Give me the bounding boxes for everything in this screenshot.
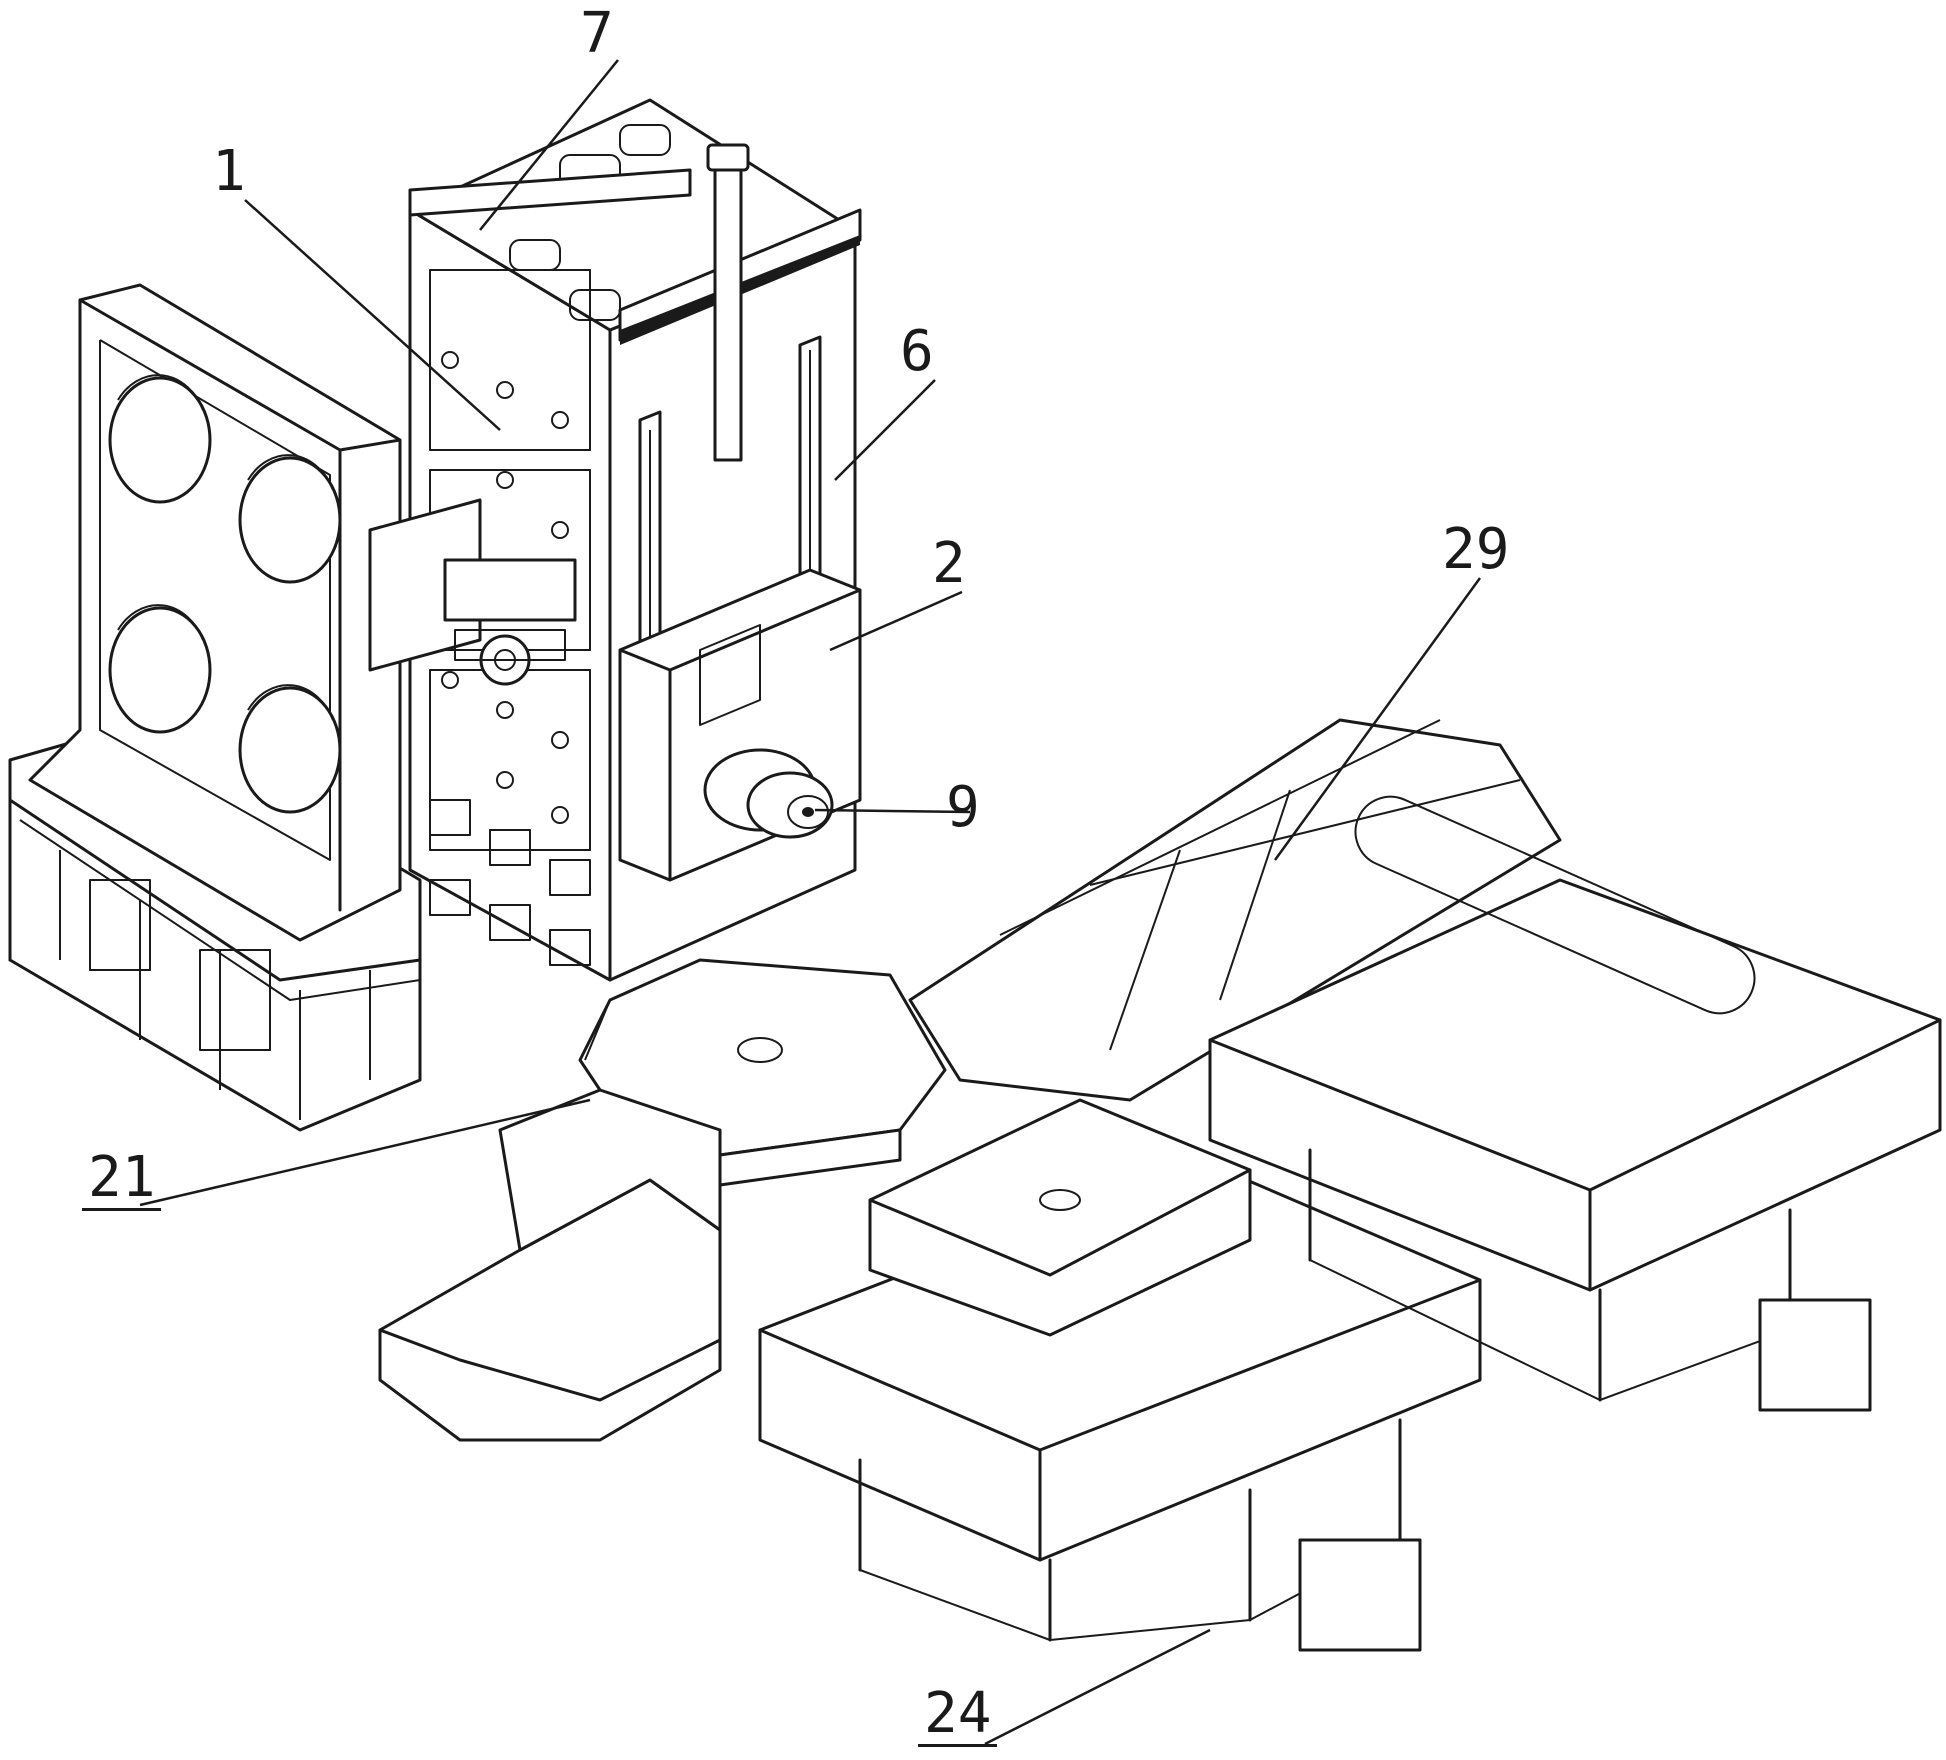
callout-7: 7 <box>580 6 614 62</box>
callout-21: 21 <box>82 1150 161 1211</box>
counterweight-frame <box>10 285 420 1130</box>
callout-2: 2 <box>932 536 966 592</box>
callout-29: 29 <box>1442 522 1509 578</box>
callout-9: 9 <box>946 780 980 836</box>
callout-24: 24 <box>918 1686 997 1747</box>
callout-6: 6 <box>900 324 934 380</box>
callout-1: 1 <box>212 144 246 200</box>
